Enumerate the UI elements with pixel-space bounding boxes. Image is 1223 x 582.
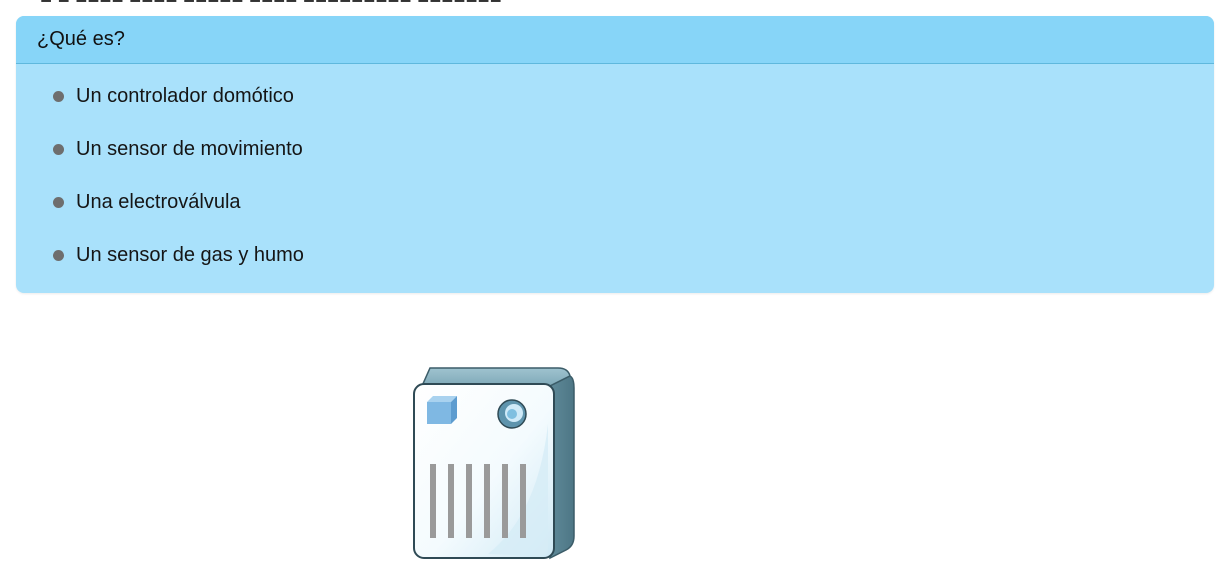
answer-option-1[interactable]: Un controlador domótico [53, 83, 294, 109]
answer-option-2[interactable]: Un sensor de movimiento [53, 136, 303, 162]
answer-option-label: Una electroválvula [76, 190, 241, 213]
quiz-card: ¿Qué es? Un controlador domótico Un sens… [16, 16, 1214, 293]
answer-option-3[interactable]: Una electroválvula [53, 189, 241, 215]
question-header: ¿Qué es? [16, 16, 1214, 64]
bullet-icon [53, 143, 64, 155]
bullet-icon [53, 249, 64, 261]
answer-option-label: Un sensor de gas y humo [76, 243, 304, 266]
bullet-icon [53, 90, 64, 102]
cut-off-title: ■ ■ ■■■■ ■■■■ ■■■■■ ■■■■ ■■■■■■■■■ ■■■■■… [0, 0, 1223, 8]
cut-off-title-text: ■ ■ ■■■■ ■■■■ ■■■■■ ■■■■ ■■■■■■■■■ ■■■■■… [40, 0, 502, 8]
bullet-icon [53, 196, 64, 208]
answer-option-label: Un sensor de movimiento [76, 137, 303, 160]
question-text: ¿Qué es? [37, 28, 125, 50]
gas-smoke-sensor-icon [408, 364, 578, 564]
answer-option-label: Un controlador domótico [76, 84, 294, 107]
answer-option-4[interactable]: Un sensor de gas y humo [53, 242, 304, 268]
